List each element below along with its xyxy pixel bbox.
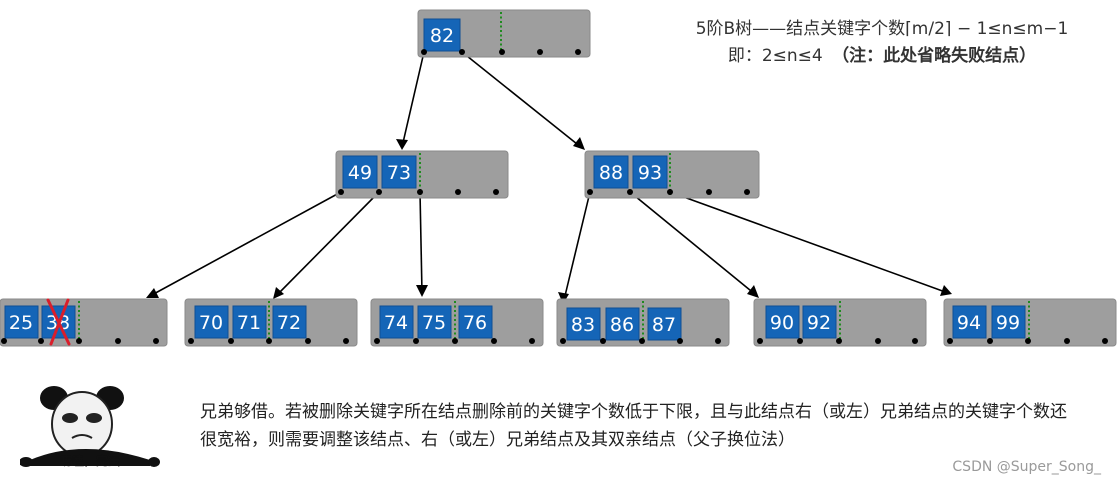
info-line-2: 即：2≤n≤4 （注：此处省略失败结点） [672,43,1092,70]
key-label: 72 [277,312,301,334]
key-cell [272,305,307,339]
key-label: 86 [610,314,634,336]
key-label: 92 [807,312,831,334]
info-line-1: 5阶B树——结点关键字个数⌈m/2⌉ − 1≤n≤m−1 [695,19,1069,39]
key-label: 88 [599,162,623,184]
tree-node-leaf-1: 70 71 72 [184,298,358,347]
key-label: 74 [384,312,408,334]
key-cell [458,305,493,339]
info-line-2-note: （注：此处省略失败结点） [832,46,1037,66]
edge-root-left [401,51,425,148]
key-label: 99 [996,312,1020,334]
arrowhead [146,288,159,298]
panda-meme-image [20,386,160,467]
b-tree-definition-note: 5阶B树——结点关键字个数⌈m/2⌉ − 1≤n≤m−1 即：2≤n≤4 （注：… [672,16,1092,70]
edge-49-73 [275,191,380,297]
key-label: 83 [571,314,595,336]
key-cell [232,305,267,339]
tree-node-leaf-4: 90 92 [753,298,927,347]
meme-caption: 唠嗑，完蛋 [59,454,120,468]
key-cell [342,155,378,189]
arrowhead [573,137,585,150]
key-cell [194,305,229,339]
tree-node-root: 82 [417,9,591,58]
key-label: 90 [770,312,794,334]
arrowhead [558,292,569,304]
key-cell [423,18,461,52]
key-cell [632,155,668,189]
watermark: CSDN @Super_Song_ [952,459,1101,475]
key-label: 25 [9,312,33,334]
key-label: 87 [652,314,676,336]
key-cell [647,307,682,341]
info-line-2-range: 即：2≤n≤4 [727,46,823,66]
tree-node-leaf-0: 25 38 [0,298,168,347]
key-label: 93 [638,162,662,184]
key-cell [593,155,629,189]
arrowhead [416,285,428,297]
key-label: 70 [199,312,223,334]
key-cell [417,305,452,339]
edge-88-93 [629,191,757,296]
key-cell [4,305,39,339]
tree-node-l1-left: 49 73 [335,150,509,199]
edge-root-right [461,51,583,149]
tree-edges [146,51,952,304]
delete-cross-mark [49,298,70,346]
arrowhead [747,285,759,298]
arrowhead [273,287,284,299]
key-label: 94 [957,312,981,334]
tree-node-leaf-3: 83 86 87 [556,298,730,347]
tree-node-l1-right: 88 93 [584,150,760,199]
tree-node-leaf-2: 74 75 76 [370,298,544,347]
edge-88left [563,191,591,301]
arrowhead [396,139,408,150]
key-cell [952,305,987,339]
key-cell [566,307,601,341]
edge-49left [149,191,342,297]
key-cell [605,307,640,341]
arrowhead [940,285,952,296]
key-cell [381,155,417,189]
edge-73right [419,191,423,294]
key-label: 71 [237,312,261,334]
key-cell [802,305,837,339]
key-label: 73 [387,162,411,184]
edge-93right [669,191,949,294]
key-label: 49 [348,162,372,184]
key-label: 76 [463,312,487,334]
description-text: 兄弟够借。若被删除关键字所在结点删除前的关键字个数低于下限，且与此结点右（或左）… [200,402,1067,450]
key-cell [991,305,1026,339]
tree-node-leaf-5: 94 99 [943,298,1117,347]
key-label: 82 [430,25,454,47]
key-cell [379,305,414,339]
key-cell [765,305,800,339]
key-label: 75 [422,312,446,334]
